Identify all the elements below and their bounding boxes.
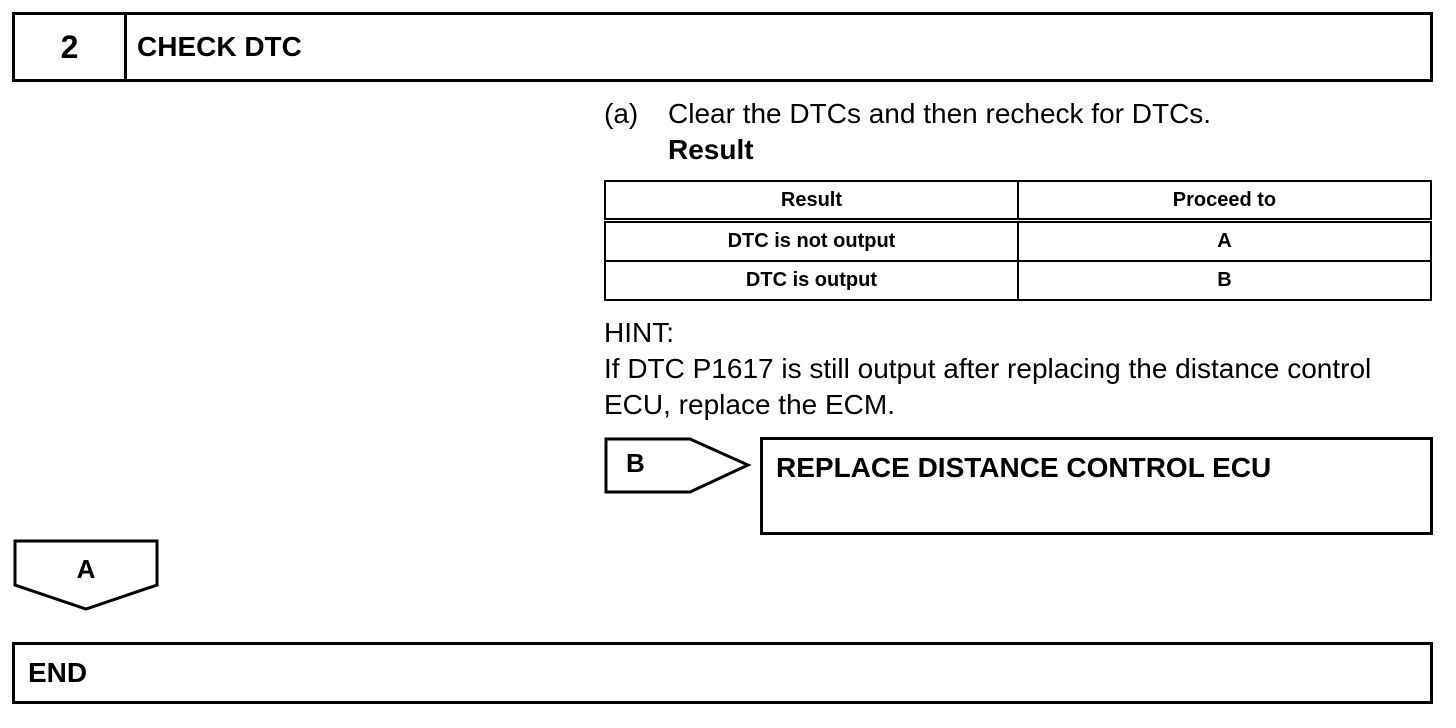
end-label: END bbox=[28, 657, 88, 688]
table-row: DTC is output B bbox=[604, 260, 1433, 301]
end-box: END bbox=[12, 642, 1433, 704]
action-label: REPLACE DISTANCE CONTROL ECU bbox=[776, 452, 1272, 483]
hint-text: If DTC P1617 is still output after repla… bbox=[604, 353, 1372, 420]
branch-a-arrow: A bbox=[13, 539, 159, 611]
result-table: Result Proceed to DTC is not output A DT… bbox=[604, 180, 1433, 301]
instruction-marker: (a) bbox=[604, 98, 639, 129]
table-header-cell: Proceed to bbox=[1016, 180, 1433, 223]
branch-b-label: B bbox=[626, 448, 645, 478]
hint: HINT: If DTC P1617 is still output after… bbox=[604, 315, 1404, 423]
table-row: DTC is not output A bbox=[604, 219, 1433, 262]
branch-b-arrow: B bbox=[604, 437, 752, 495]
right-arrow-icon bbox=[604, 437, 752, 494]
table-cell: DTC is not output bbox=[604, 219, 1019, 262]
table-cell: DTC is output bbox=[604, 260, 1019, 301]
instruction-text: Clear the DTCs and then recheck for DTCs… bbox=[668, 98, 1212, 129]
branch-a-label: A bbox=[76, 554, 96, 584]
table-cell: B bbox=[1016, 260, 1433, 301]
down-arrow-icon bbox=[13, 539, 159, 611]
step-number: 2 bbox=[15, 15, 127, 79]
step-header: 2 CHECK DTC bbox=[12, 12, 1433, 82]
table-header-row: Result Proceed to bbox=[604, 180, 1433, 223]
action-box: REPLACE DISTANCE CONTROL ECU bbox=[760, 437, 1433, 535]
result-heading: Result bbox=[668, 134, 754, 165]
step-title: CHECK DTC bbox=[137, 31, 302, 62]
table-header-cell: Result bbox=[604, 180, 1019, 223]
hint-label: HINT: bbox=[604, 317, 674, 348]
table-cell: A bbox=[1016, 219, 1433, 262]
